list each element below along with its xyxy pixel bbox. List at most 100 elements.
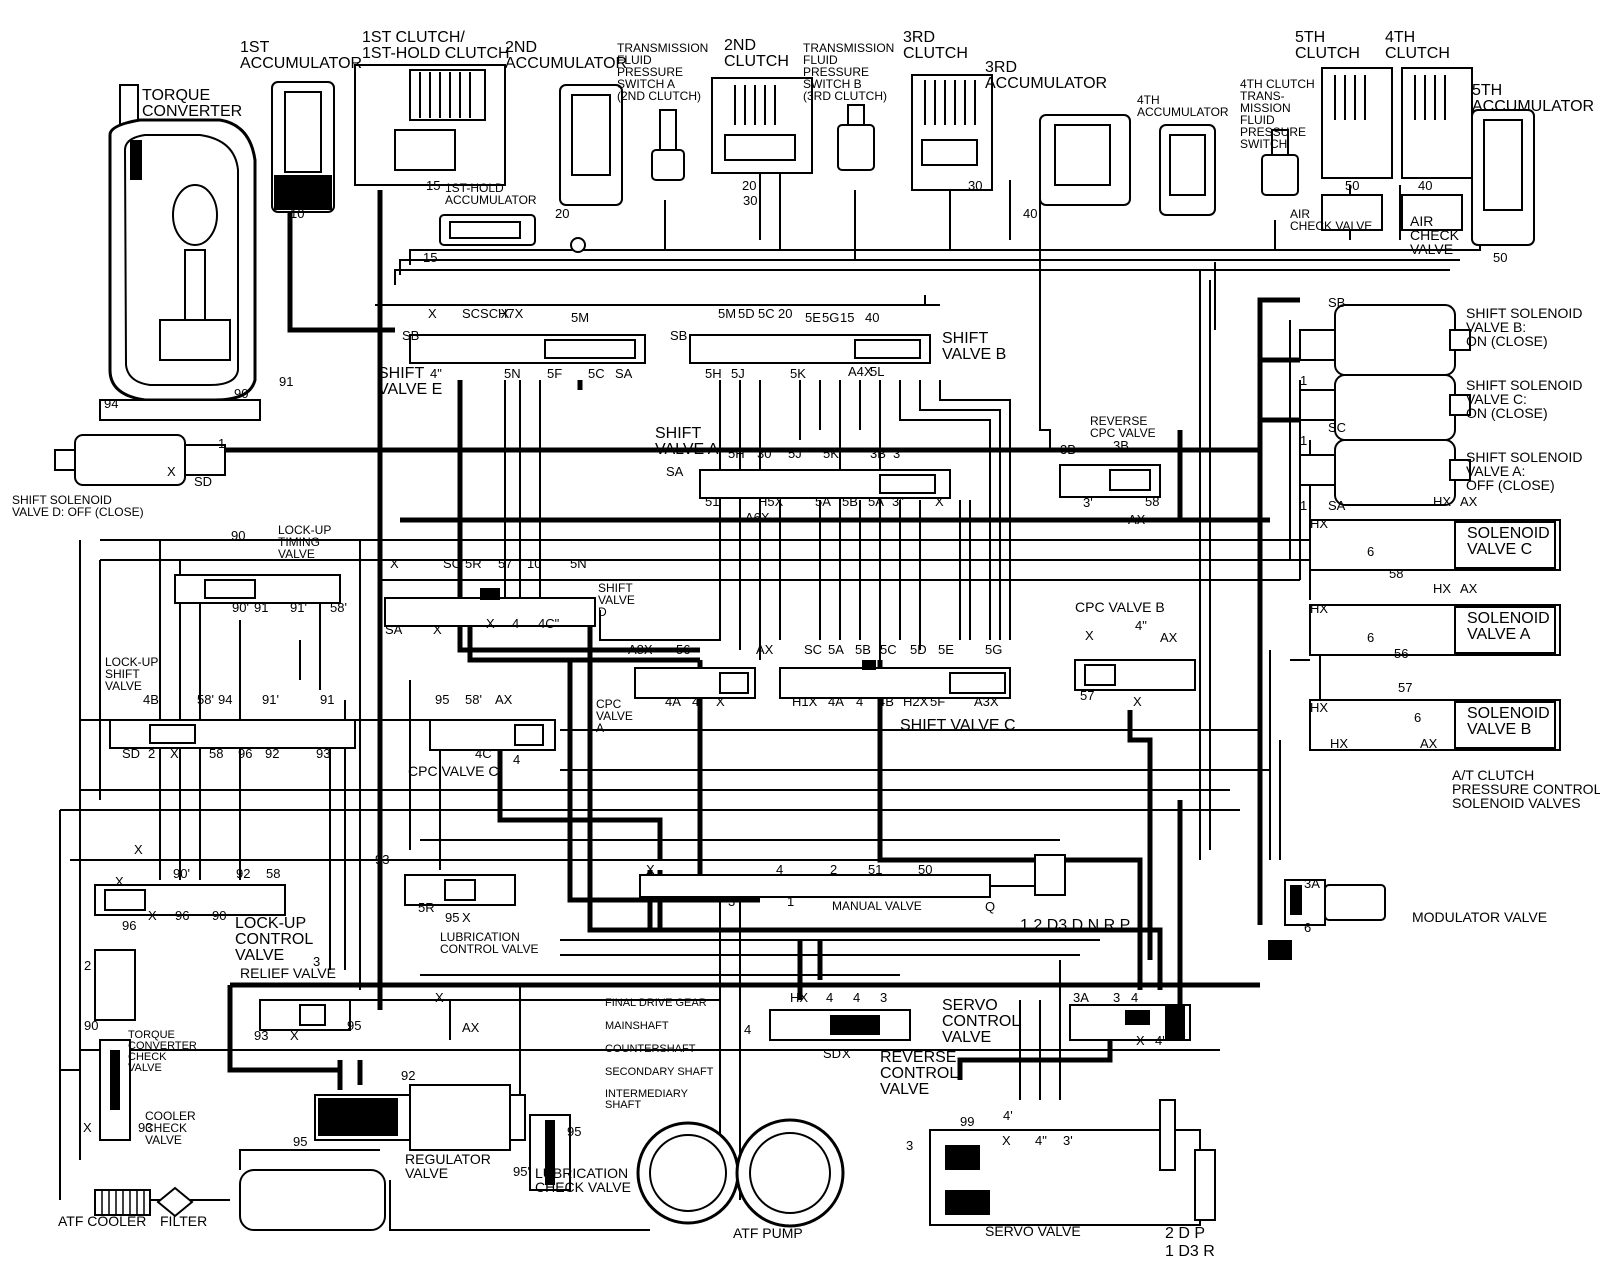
port-label: 2 bbox=[830, 862, 837, 877]
label-line: PRESSURE bbox=[1240, 125, 1306, 139]
label-line: SHIFT VALVE C bbox=[900, 717, 1016, 734]
5th-accumulator bbox=[1471, 109, 1535, 246]
port-label: AX bbox=[1160, 630, 1178, 645]
port-label: X bbox=[433, 622, 442, 637]
port-label: SB bbox=[402, 328, 419, 343]
label-line: ACCUMULATOR bbox=[1472, 98, 1594, 115]
label-line: CPC bbox=[596, 697, 622, 711]
modulator-valve bbox=[1284, 879, 1386, 926]
selector-positions-label: 1 2 D3 D N R P bbox=[1020, 917, 1130, 934]
label-line: AIR bbox=[1410, 213, 1433, 229]
port-label: 50 bbox=[1345, 178, 1359, 193]
port-label: 5K bbox=[823, 446, 839, 461]
port-label: 4 bbox=[1131, 990, 1138, 1005]
label-line: INTERMEDIARY bbox=[605, 1088, 689, 1100]
cpc-valve-a bbox=[634, 667, 756, 699]
port-label: 4A bbox=[828, 694, 844, 709]
label-line: VALVE bbox=[128, 1062, 162, 1074]
label-line: VALVE B: bbox=[1466, 319, 1526, 335]
port-label: SD bbox=[122, 746, 140, 761]
shift-valve-e bbox=[409, 334, 646, 364]
label-line: CHECK bbox=[128, 1051, 167, 1063]
port-label: 30 bbox=[968, 178, 982, 193]
port-label: 50 bbox=[918, 862, 932, 877]
port-label: 91' bbox=[262, 692, 279, 707]
port-label: 15 bbox=[423, 250, 437, 265]
label-line: CONVERTER bbox=[128, 1040, 197, 1052]
label-filter: FILTER bbox=[160, 1213, 207, 1229]
label-line: SERVO bbox=[942, 997, 998, 1014]
shift-solenoid-b bbox=[1299, 304, 1471, 376]
label-line: 2ND bbox=[724, 37, 756, 54]
regulator-valve bbox=[314, 1084, 526, 1151]
port-label: X bbox=[435, 990, 444, 1005]
port-label: AX bbox=[1128, 512, 1146, 527]
4th-clutch bbox=[1401, 67, 1473, 179]
label-line: 3RD bbox=[985, 59, 1017, 76]
port-label: X bbox=[646, 862, 655, 877]
port-label: 6 bbox=[1367, 544, 1374, 559]
port-label: 4" bbox=[1135, 618, 1147, 633]
port-label: 90' bbox=[173, 866, 190, 881]
reverse-cpc-valve bbox=[1059, 464, 1161, 498]
label-line: VALVE bbox=[598, 593, 635, 607]
filter bbox=[156, 1186, 194, 1218]
port-label: 40 bbox=[1023, 206, 1037, 221]
port-label: 15 bbox=[426, 178, 440, 193]
port-label: 56 bbox=[1394, 646, 1408, 661]
port-label: 1 bbox=[362, 1124, 369, 1139]
label-line: ACCUMULATOR bbox=[505, 55, 627, 72]
label-line: ACCUMULATOR bbox=[1137, 105, 1229, 119]
port-label: 93 bbox=[254, 1028, 268, 1043]
port-label: 6 bbox=[1414, 710, 1421, 725]
port-label: 3 bbox=[313, 954, 320, 969]
port-label: 90 bbox=[84, 1018, 98, 1033]
port-label: HX bbox=[790, 990, 808, 1005]
port-label: 2 bbox=[84, 958, 91, 973]
label-atf-pump: ATF PUMP bbox=[733, 1225, 803, 1241]
port-label: 4 bbox=[826, 990, 833, 1005]
1st-clutch bbox=[354, 64, 506, 186]
label-line: SHAFT bbox=[605, 1099, 641, 1111]
port-label: X bbox=[428, 306, 437, 321]
port-label: 56 bbox=[676, 642, 690, 657]
label-line: CPC VALVE B bbox=[1075, 599, 1165, 615]
port-label: AX bbox=[756, 642, 774, 657]
label-mainshaft: MAINSHAFT bbox=[605, 1020, 669, 1032]
port-label: SA bbox=[1328, 498, 1346, 513]
port-label: A3X bbox=[974, 694, 999, 709]
label-line: SECONDARY SHAFT bbox=[605, 1066, 714, 1078]
port-label: 4 bbox=[776, 862, 783, 877]
port-label: 5N bbox=[570, 556, 587, 571]
manual-valve-q-mark: Q bbox=[985, 899, 995, 914]
label-line: 1ST-HOLD CLUTCH bbox=[362, 45, 510, 62]
port-label: 51 bbox=[868, 862, 882, 877]
5th-clutch bbox=[1321, 67, 1393, 179]
port-label: HX bbox=[1310, 601, 1328, 616]
label-line: VALVE C bbox=[1467, 541, 1532, 558]
1st-accumulator bbox=[271, 81, 335, 213]
selector-bottom-label-1: 2 D P bbox=[1165, 1225, 1205, 1242]
port-label: SA bbox=[615, 366, 633, 381]
label-line: COOLER bbox=[145, 1109, 196, 1123]
port-label: 93 bbox=[138, 1120, 152, 1135]
port-label: 57 bbox=[498, 556, 512, 571]
label-line: CONTROL bbox=[235, 931, 313, 948]
label-line: 4TH CLUTCH bbox=[1240, 77, 1315, 91]
label-line: TRANSMISSION bbox=[617, 41, 708, 55]
port-label: 92 bbox=[265, 746, 279, 761]
label-line: ACCUMULATOR bbox=[445, 193, 537, 207]
port-label: SA bbox=[666, 464, 684, 479]
label-line: MANUAL VALVE bbox=[832, 899, 922, 913]
